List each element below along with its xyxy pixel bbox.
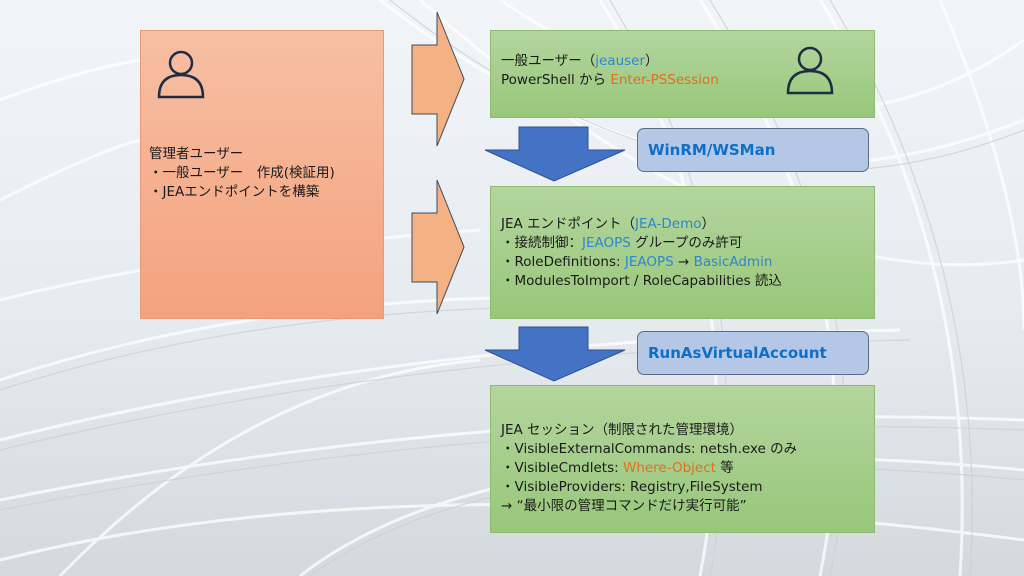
role-highlight: BasicAdmin: [693, 254, 773, 270]
endpoint-line-2: ・RoleDefinitions: JEAOPS → BasicAdmin: [501, 253, 782, 272]
admin-item: ・JEAエンドポイントを構築: [149, 184, 320, 200]
down-arrow-icon: [484, 126, 626, 182]
general-user-box: 一般ユーザー（jeauser） PowerShell から Enter-PSSe…: [490, 30, 875, 118]
session-line-1: ・VisibleExternalCommands: netsh.exe のみ: [501, 441, 798, 457]
session-text: JEA セッション（制限された管理環境） ・VisibleExternalCom…: [501, 421, 797, 516]
admin-user-text: 管理者ユーザー ・一般ユーザー 作成(検証用) ・JEAエンドポイントを構築: [149, 145, 335, 202]
text-segment: 等: [715, 460, 734, 476]
session-line-4: → “最小限の管理コマンドだけ実行可能”: [501, 498, 747, 514]
runas-label: RunAsVirtualAccount: [637, 331, 869, 375]
session-line-2: ・VisibleCmdlets: Where-Object 等: [501, 459, 797, 478]
general-user-text: 一般ユーザー（jeauser） PowerShell から Enter-PSSe…: [501, 52, 719, 90]
endpoint-line-1: ・接続制御：JEAOPS グループのみ許可: [501, 234, 782, 253]
text-segment: 一般ユーザー（: [501, 53, 596, 69]
cmdlet-highlight: Where-Object: [622, 460, 716, 476]
endpoint-name-highlight: JEA-Demo: [635, 216, 702, 232]
user-line-2: PowerShell から Enter-PSSession: [501, 71, 719, 90]
text-segment: ）: [645, 53, 659, 69]
endpoint-title: JEA エンドポイント（JEA-Demo）: [501, 215, 782, 234]
user-icon: [157, 50, 205, 99]
endpoint-line-3: ・ModulesToImport / RoleCapabilities 読込: [501, 273, 782, 289]
text-segment: PowerShell から: [501, 72, 611, 88]
user-icon: [786, 46, 834, 95]
group-highlight: JEAOPS: [624, 254, 674, 270]
down-arrow-icon: [484, 326, 626, 382]
text-segment: ・RoleDefinitions:: [501, 254, 625, 270]
user-line-1: 一般ユーザー（jeauser）: [501, 52, 719, 71]
admin-user-box: 管理者ユーザー ・一般ユーザー 作成(検証用) ・JEAエンドポイントを構築: [140, 30, 384, 319]
session-title: JEA セッション（制限された管理環境）: [501, 422, 744, 438]
text-segment: グループのみ許可: [630, 235, 743, 251]
text-segment: →: [673, 254, 694, 270]
session-line-3: ・VisibleProviders: Registry,FileSystem: [501, 479, 763, 495]
text-segment: JEA エンドポイント（: [501, 216, 636, 232]
username-highlight: jeauser: [595, 53, 646, 69]
admin-item: ・一般ユーザー 作成(検証用): [149, 165, 335, 181]
transport-label: WinRM/WSMan: [637, 128, 869, 172]
jea-endpoint-box: JEA エンドポイント（JEA-Demo） ・接続制御：JEAOPS グループの…: [490, 186, 875, 319]
admin-title: 管理者ユーザー: [149, 146, 244, 162]
text-segment: ・接続制御：: [501, 235, 582, 251]
right-arrow-icon: [411, 11, 465, 147]
text-segment: ）: [701, 216, 715, 232]
cmdlet-highlight: Enter-PSSession: [610, 72, 719, 88]
group-highlight: JEAOPS: [582, 235, 631, 251]
jea-session-box: JEA セッション（制限された管理環境） ・VisibleExternalCom…: [490, 385, 875, 533]
text-segment: ・VisibleCmdlets:: [501, 460, 623, 476]
right-arrow-icon: [411, 179, 465, 315]
endpoint-text: JEA エンドポイント（JEA-Demo） ・接続制御：JEAOPS グループの…: [501, 215, 782, 291]
